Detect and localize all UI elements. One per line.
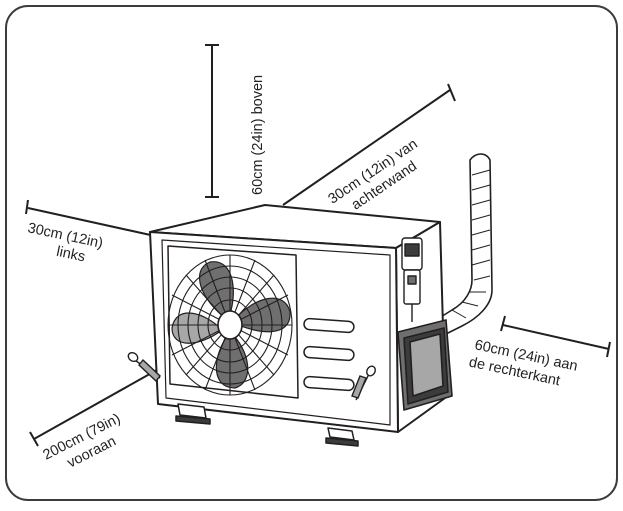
left-clearance-line xyxy=(27,207,156,237)
back-clearance-line xyxy=(282,89,451,206)
label-left-line2: links xyxy=(55,244,87,266)
side-connector xyxy=(401,237,423,322)
diagram-frame xyxy=(5,5,618,501)
screw-icon-right xyxy=(351,365,376,401)
label-top: 60cm (24in) boven xyxy=(250,75,266,195)
refrigerant-pipe xyxy=(434,153,493,336)
fan-hub xyxy=(217,310,243,340)
outdoor-unit xyxy=(149,204,453,447)
screw-icon-left xyxy=(127,351,161,383)
valve-cover xyxy=(397,319,453,411)
right-clearance-line xyxy=(502,324,610,350)
unit-feet xyxy=(175,403,359,447)
vent-slots xyxy=(303,317,355,392)
